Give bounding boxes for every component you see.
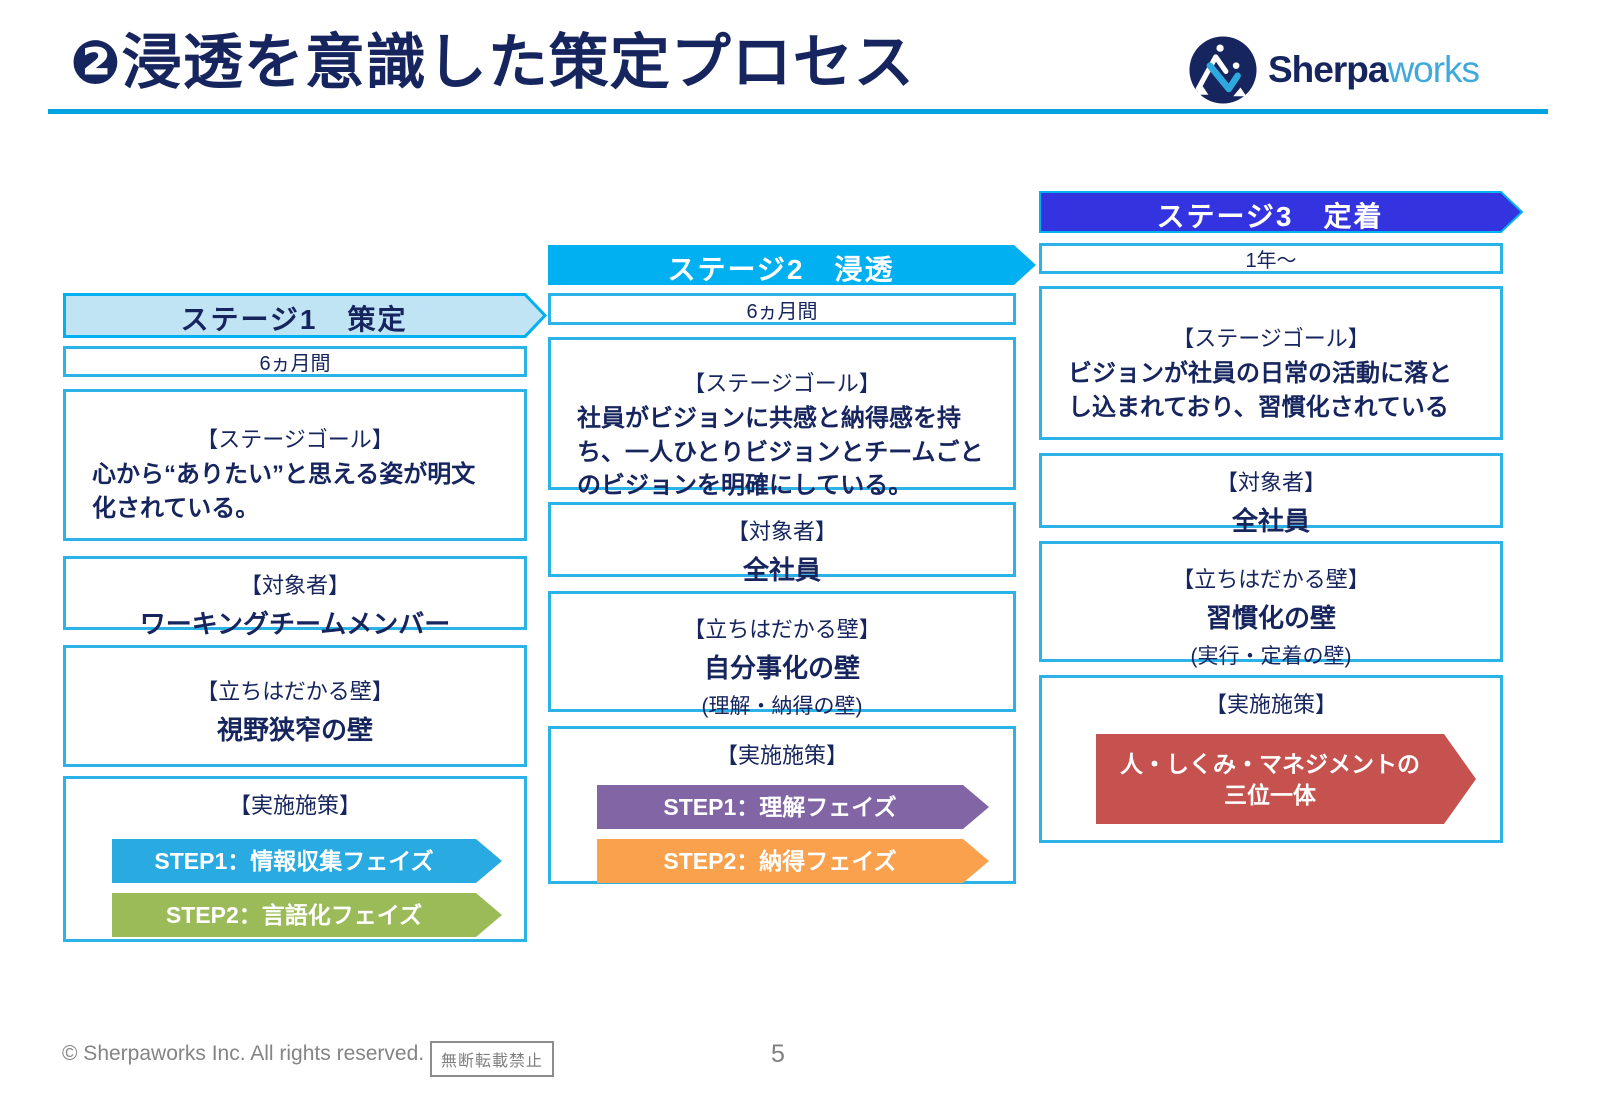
logo-brand-primary: Sherpa <box>1268 49 1388 90</box>
stage2-actions-box: 【実施施策】 STEP1：理解フェイズ STEP2：納得フェイズ <box>548 726 1016 884</box>
stage2-duration: 6ヵ月間 <box>746 300 818 323</box>
stage3-header-arrow: ステージ3 定着 <box>1039 191 1524 238</box>
stage1-duration: 6ヵ月間 <box>259 353 331 375</box>
stage3-target-value: 全社員 <box>1231 506 1310 536</box>
stage2-goal-label: 【ステージゴール】 <box>683 371 881 396</box>
stage2-header-arrow: ステージ2 浸透 <box>548 245 1036 290</box>
logo-wordmark: Sherpaworks <box>1268 49 1480 91</box>
stage2-wall-label: 【立ちはだかる壁】 <box>683 617 881 642</box>
stage2-duration-box: 6ヵ月間 <box>548 293 1016 325</box>
copyright-text: © Sherpaworks Inc. All rights reserved. <box>62 1042 425 1065</box>
page-title: ❷浸透を意識した策定プロセス <box>70 29 915 96</box>
stage2-target-label: 【対象者】 <box>726 519 837 544</box>
stage3-step-arrow: 人・しくみ・マネジメントの 三位一体 <box>1096 734 1476 824</box>
stage1-actions-label: 【実施施策】 <box>228 793 361 818</box>
stage3-target-label: 【対象者】 <box>1215 470 1326 495</box>
stage1-target-label: 【対象者】 <box>239 573 350 598</box>
stage3-wall-subtext: (実行・定着の壁) <box>1190 645 1352 668</box>
stage1-wall-label: 【立ちはだかる壁】 <box>196 679 394 704</box>
stage3-actions-box: 【実施施策】 人・しくみ・マネジメントの 三位一体 <box>1039 675 1503 843</box>
stage1-goal-label: 【ステージゴール】 <box>196 427 394 452</box>
stage1-goal-text: 心から“ありたい”と思える姿が明文化されている。 <box>92 461 476 522</box>
stage1-step1-arrow: STEP1：情報収集フェイズ <box>112 839 502 883</box>
stage3-wall-label: 【立ちはだかる壁】 <box>1172 567 1370 592</box>
stage1-header-arrow: ステージ1 策定 <box>63 293 548 343</box>
no-reproduction-stamp: 無断転載禁止 <box>430 1041 555 1077</box>
stage2-wall-value: 自分事化の壁 <box>703 653 860 683</box>
stage2-goal-text: 社員がビジョンに共感と納得感を持ち、一人ひとりビジョンとチームごとのビジョンを明… <box>577 405 984 500</box>
mountain-logo-icon <box>1189 36 1257 104</box>
stage2-wall-subtext: (理解・納得の壁) <box>701 695 863 718</box>
stage1-wall-box: 【立ちはだかる壁】 視野狭窄の壁 <box>63 645 527 767</box>
stage3-duration: 1年〜 <box>1245 250 1297 272</box>
stage2-goal-box: 【ステージゴール】 社員がビジョンに共感と納得感を持ち、一人ひとりビジョンとチー… <box>548 337 1016 499</box>
stage2-actions-label: 【実施施策】 <box>715 743 848 768</box>
stage1-target-box: 【対象者】 ワーキングチームメンバー <box>63 556 527 639</box>
stage3-actions-label: 【実施施策】 <box>1204 692 1337 717</box>
stage3-wall-box: 【立ちはだかる壁】 習慣化の壁 (実行・定着の壁) <box>1039 541 1503 668</box>
page-number: 5 <box>771 1040 785 1068</box>
stage1-step2-arrow: STEP2：言語化フェイズ <box>112 893 502 937</box>
stage1-arrow-shape <box>63 293 548 338</box>
stage3-duration-box: 1年〜 <box>1039 243 1503 274</box>
stage1-actions-box: 【実施施策】 STEP1：情報収集フェイズ STEP2：言語化フェイズ <box>63 776 527 942</box>
stage2-arrow-shape <box>548 245 1036 285</box>
stage1-wall-value: 視野狭窄の壁 <box>216 715 373 745</box>
stage3-goal-text: ビジョンが社員の日常の活動に落とし込まれており、習慣化されている <box>1068 360 1452 421</box>
stage2-target-box: 【対象者】 全社員 <box>548 502 1016 585</box>
stage3-header-label: ステージ3 定着 <box>1156 200 1384 232</box>
stage1-header-label: ステージ1 策定 <box>180 304 408 335</box>
stage3-goal-box: 【ステージゴール】 ビジョンが社員の日常の活動に落とし込まれており、習慣化されて… <box>1039 286 1503 440</box>
stage2-target-value: 全社員 <box>742 555 821 585</box>
stage3-arrow-shape <box>1039 191 1524 233</box>
stage2-wall-box: 【立ちはだかる壁】 自分事化の壁 (理解・納得の壁) <box>548 591 1016 718</box>
stage1-target-value: ワーキングチームメンバー <box>139 609 451 639</box>
stage1-goal-box: 【ステージゴール】 心から“ありたい”と思える姿が明文化されている。 <box>63 389 527 541</box>
company-logo: Sherpaworks <box>1188 34 1508 106</box>
logo-brand-secondary: works <box>1387 49 1480 90</box>
title-underline <box>48 109 1548 114</box>
stage2-header-label: ステージ2 浸透 <box>667 253 895 285</box>
stage2-step1-arrow: STEP1：理解フェイズ <box>597 785 989 829</box>
stage3-target-box: 【対象者】 全社員 <box>1039 453 1503 536</box>
stage2-step2-arrow: STEP2：納得フェイズ <box>597 839 989 883</box>
stage1-duration-box: 6ヵ月間 <box>63 346 527 377</box>
stage3-wall-value: 習慣化の壁 <box>1205 603 1336 633</box>
stage3-goal-label: 【ステージゴール】 <box>1172 326 1370 351</box>
